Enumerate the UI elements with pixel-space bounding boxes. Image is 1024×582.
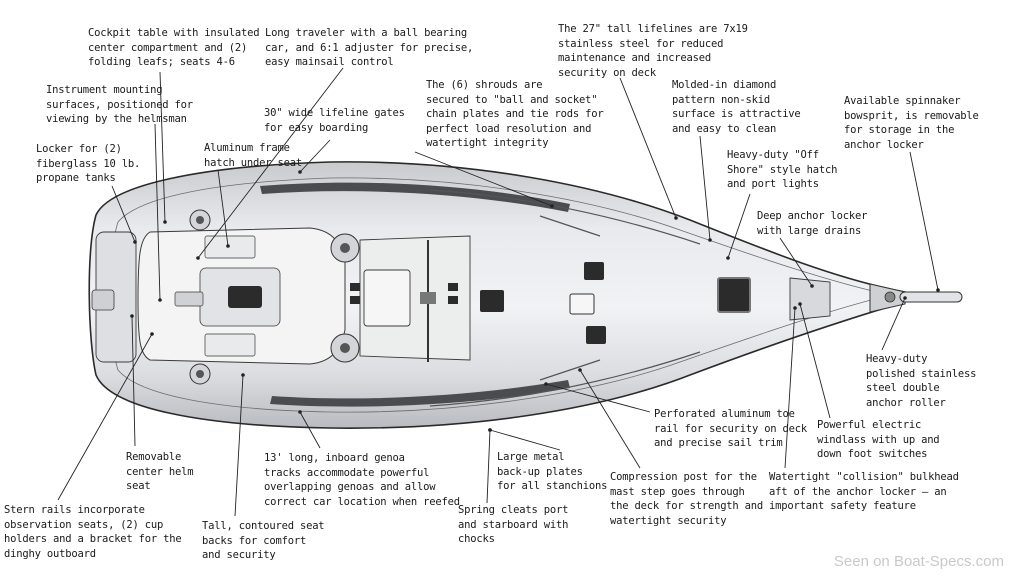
leader-dot	[488, 428, 492, 432]
anchor-roller-label: Heavy-duty polished stainless steel doub…	[866, 353, 977, 409]
leader-line	[727, 193, 751, 259]
leader-dot	[196, 256, 200, 260]
leader-dot	[936, 288, 940, 292]
helm-seat-label: Removable center helm seat	[126, 451, 194, 492]
instrument-label: Instrument mounting surfaces, positioned…	[46, 84, 193, 125]
leader-line	[111, 185, 136, 243]
leader-dot	[226, 244, 230, 248]
leader-line	[699, 135, 711, 241]
aluminum-hatch-label: Aluminum frame hatch under seat	[204, 142, 302, 169]
leader-dot	[903, 296, 907, 300]
shrouds-label: The (6) shrouds are secured to "ball and…	[426, 79, 604, 149]
leader-line	[234, 374, 244, 517]
leader-dot	[150, 332, 154, 336]
deck-rails	[429, 189, 701, 407]
leader-line	[619, 77, 677, 219]
leader-line	[299, 139, 331, 173]
spinnaker-label: Available spinnaker bowsprit, is removab…	[844, 95, 979, 151]
leader-line	[217, 169, 229, 247]
cockpit-table-label: Cockpit table with insulated center comp…	[88, 27, 260, 68]
leader-line	[779, 237, 813, 287]
leader-dot	[298, 410, 302, 414]
leader-lines	[57, 67, 940, 517]
leader-line	[299, 411, 321, 449]
leader-dot	[708, 238, 712, 242]
bulkhead-label: Watertight "collision" bulkhead aft of t…	[769, 471, 959, 512]
gates-label: 30" wide lifeline gates for easy boardin…	[264, 107, 405, 134]
lifelines-label: The 27" tall lifelines are 7x19 stainles…	[558, 23, 748, 79]
toe-rail-label: Perforated aluminum toe rail for securit…	[654, 408, 808, 449]
leader-line	[57, 333, 153, 501]
deck-hatches	[480, 262, 831, 344]
leader-line	[154, 123, 161, 301]
windlass-label: Powerful electric windlass with up and d…	[817, 419, 940, 460]
leader-dot	[163, 220, 167, 224]
leader-line	[486, 429, 491, 504]
seat-backs-label: Tall, contoured seat backs for comfort a…	[202, 520, 325, 561]
leader-dot	[793, 306, 797, 310]
leader-line	[909, 151, 939, 291]
leader-line	[131, 315, 136, 447]
offshore-hatch-label: Heavy-duty "Off Shore" style hatch and p…	[727, 149, 838, 190]
leader-dot	[130, 314, 134, 318]
leader-line	[784, 307, 796, 469]
stern-rails-label: Stern rails incorporate observation seat…	[4, 504, 182, 560]
cabin-top	[350, 235, 471, 362]
leader-line	[489, 429, 561, 451]
leader-dot	[298, 170, 302, 174]
leader-line	[545, 383, 651, 413]
traveler-label: Long traveler with a ball bearing car, a…	[265, 27, 474, 68]
leader-dot	[550, 204, 554, 208]
leader-dot	[726, 256, 730, 260]
anchor-locker-label: Deep anchor locker with large drains	[757, 210, 868, 237]
leader-dot	[544, 382, 548, 386]
bowsprit	[869, 283, 963, 313]
leader-dot	[798, 302, 802, 306]
leader-dot	[810, 284, 814, 288]
propane-label: Locker for (2) fiberglass 10 lb. propane…	[36, 143, 141, 184]
compression-post-label: Compression post for the mast step goes …	[610, 471, 764, 527]
leader-dot	[674, 216, 678, 220]
nonskid-label: Molded-in diamond pattern non-skid surfa…	[672, 79, 801, 135]
leader-line	[159, 71, 166, 223]
leader-dot	[578, 368, 582, 372]
genoa-tracks-label: 13' long, inboard genoa tracks accommoda…	[264, 452, 460, 508]
leader-dot	[241, 373, 245, 377]
leader-line	[414, 151, 553, 207]
leader-line	[799, 303, 831, 419]
leader-line	[579, 369, 641, 469]
stern	[91, 231, 137, 363]
leader-line	[197, 67, 344, 259]
watermark-text: Seen on Boat-Specs.com	[833, 553, 1004, 570]
leader-dot	[158, 298, 162, 302]
backup-plates-label: Large metal back-up plates for all stanc…	[497, 451, 608, 492]
leader-dot	[133, 240, 137, 244]
spring-cleats-label: Spring cleats port and starboard with ch…	[458, 504, 569, 545]
cockpit	[137, 209, 360, 385]
leader-line	[881, 297, 906, 351]
